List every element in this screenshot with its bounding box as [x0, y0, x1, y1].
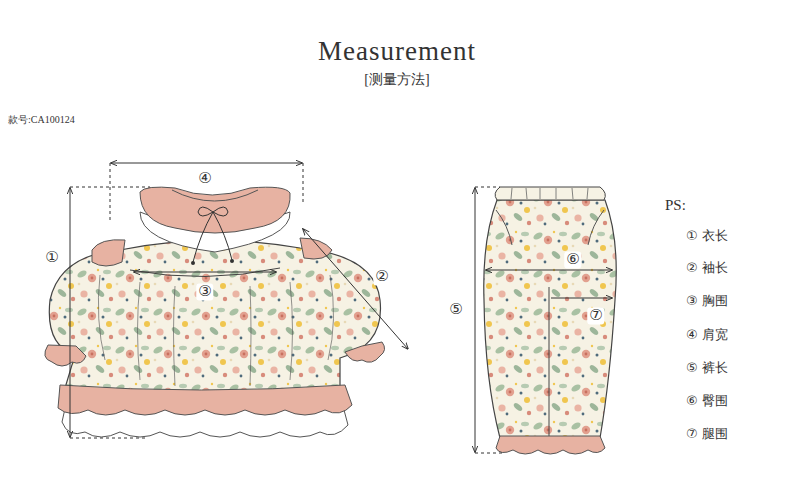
dim-guide	[70, 163, 505, 453]
dim-chest	[134, 272, 276, 273]
callout-number: ⑤	[447, 301, 464, 318]
bow-end	[230, 259, 234, 263]
waistband-gathers	[511, 188, 588, 199]
style-number: 款号:CA100124	[8, 114, 75, 126]
page-title: Measurement	[318, 36, 476, 67]
dim-shoulder	[111, 163, 302, 164]
callout-number: ③	[196, 283, 213, 300]
callout-number: ②	[373, 268, 390, 285]
measurement-key: ② 袖长	[686, 261, 728, 276]
bow-end	[191, 261, 195, 265]
callout-number: ①	[43, 249, 60, 266]
gather-lines	[98, 275, 333, 386]
measurement-key: ③ 胸围	[686, 294, 728, 309]
measurement-key: ⑦ 腿围	[686, 427, 728, 442]
bow-tie	[193, 207, 232, 262]
waistband	[495, 187, 605, 200]
shoulder-ruffle-left	[92, 240, 125, 266]
dim-length	[70, 188, 71, 437]
waist-seam	[130, 268, 280, 277]
sleeve-ruffle-right	[345, 342, 385, 362]
dim-hip	[486, 270, 612, 271]
pants-body	[484, 200, 616, 438]
crotch-seam	[549, 287, 550, 437]
pocket-lines	[496, 210, 604, 245]
pink-hem-ruffle	[58, 385, 352, 415]
shoulder-ruffle-right	[300, 238, 332, 259]
callout-number: ⑥	[564, 251, 581, 268]
sleeve-ruffle-left	[45, 345, 86, 366]
blouse-body	[49, 240, 380, 393]
callout-number: ④	[196, 170, 213, 187]
dimension-lines	[70, 163, 612, 453]
dim-sleeve	[303, 229, 408, 349]
pants-hem-ruffle	[496, 436, 605, 454]
measurement-key: ⑤ 裤长	[686, 361, 728, 376]
subtitle: [测量方法]	[364, 72, 429, 88]
dim-pants-length	[475, 188, 476, 452]
measurement-key: ① 衣长	[686, 229, 728, 244]
measurement-key: ⑥ 臀围	[686, 394, 728, 409]
neckline	[172, 190, 258, 201]
callout-number: ⑦	[587, 307, 604, 324]
measurement-key: ④ 肩宽	[686, 328, 728, 343]
notes-heading: PS:	[665, 197, 686, 214]
dim-thigh	[551, 298, 612, 299]
